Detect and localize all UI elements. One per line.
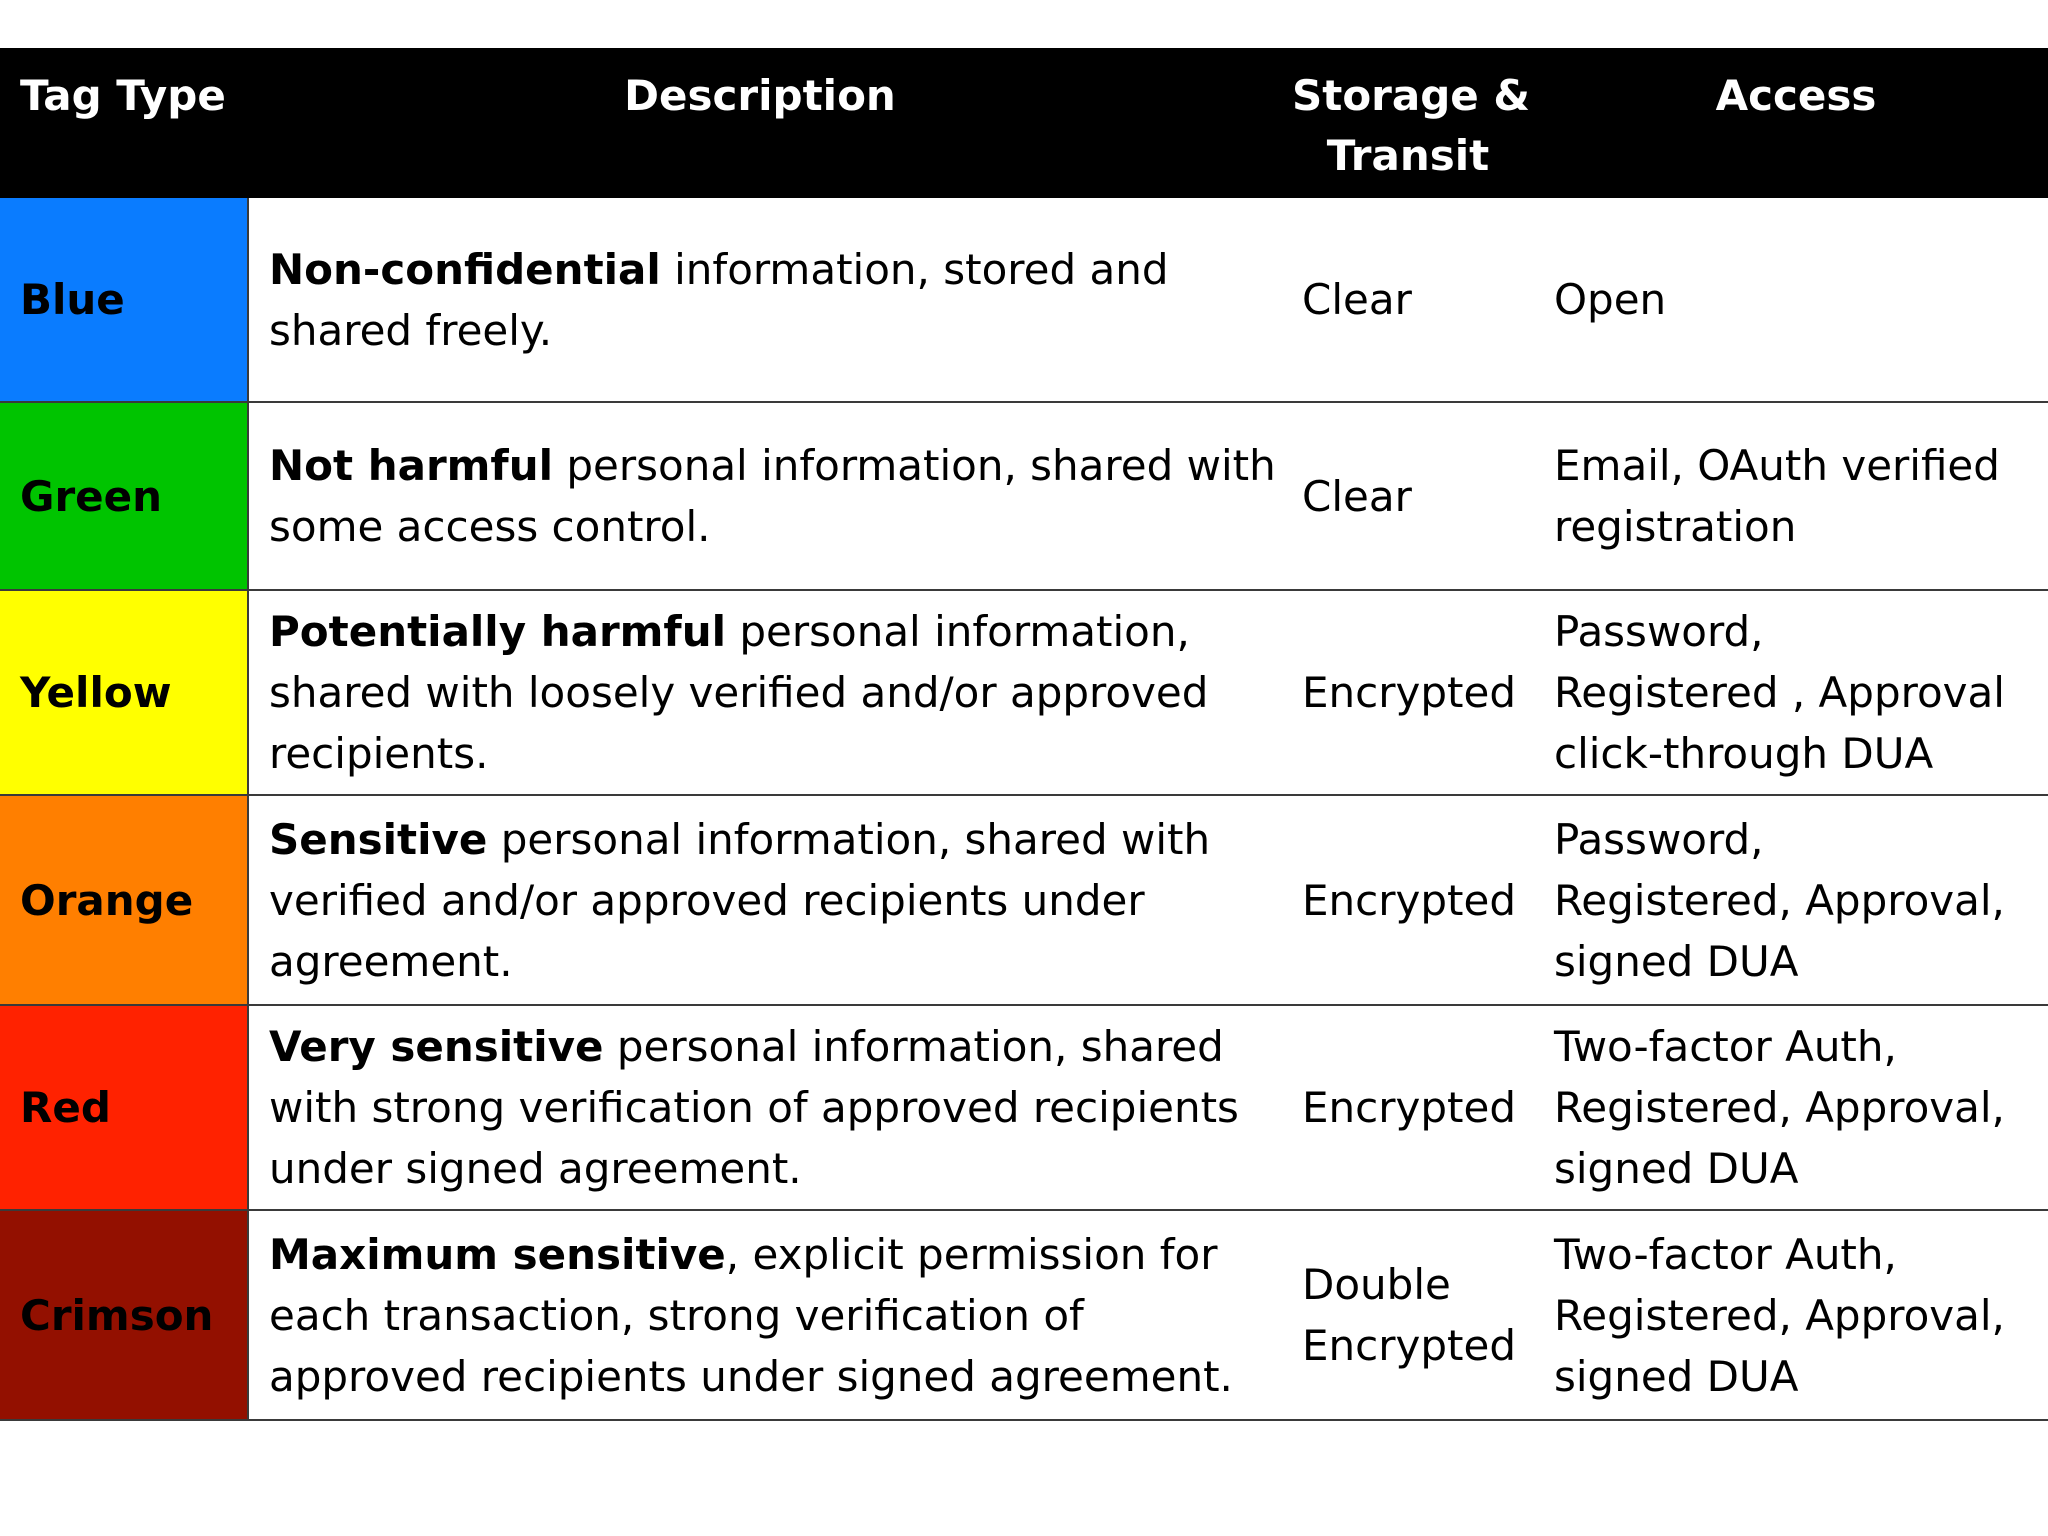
header-row: Tag Type Description Storage & Transit A… [0, 48, 2048, 198]
description-line: each transaction, strong verification of [269, 1290, 1084, 1340]
tag-cell-red: Red [0, 1005, 249, 1211]
description-line: Sensitive personal information, shared w… [269, 809, 1262, 870]
storage-value: Encrypted [1302, 1321, 1516, 1370]
description-line: verified and/or approved recipients unde… [269, 875, 1145, 925]
tag-label: Red [20, 1083, 111, 1132]
description-line: shared freely. [269, 305, 553, 355]
description-line: approved recipients under signed agreeme… [269, 1351, 1233, 1401]
description-line: agreement. [269, 936, 513, 986]
description-line: under signed agreement. [269, 1144, 802, 1193]
storage-value: Encrypted [1302, 875, 1516, 925]
description-lead: Very sensitive [269, 1022, 604, 1071]
storage-value: Encrypted [1302, 668, 1516, 717]
storage-value: Double [1302, 1260, 1451, 1309]
storage-value: Clear [1302, 275, 1412, 324]
description-lead: Non-confidential [269, 244, 661, 294]
storage-cell: Double Encrypted [1272, 1210, 1544, 1421]
storage-cell: Encrypted [1272, 590, 1544, 796]
table-row-crimson: Crimson Maximum sensitive, explicit perm… [0, 1210, 2048, 1421]
description-line: Very sensitive personal information, sha… [269, 1016, 1262, 1077]
header-storage-line2: Transit [1326, 131, 1490, 180]
description-line: Potentially harmful personal information… [269, 601, 1262, 662]
tag-label: Crimson [20, 1290, 214, 1340]
description-line: with strong verification of approved rec… [269, 1083, 1239, 1132]
access-cell: Email, OAuth verified registration [1544, 402, 2048, 591]
tag-cell-green: Green [0, 402, 249, 591]
access-value: signed DUA [1554, 1351, 1799, 1401]
header-description: Description [248, 48, 1272, 198]
description-lead: Sensitive [269, 814, 488, 864]
access-value: Password, [1554, 607, 1764, 656]
header-description-label: Description [624, 71, 896, 120]
table-row-blue: Blue Non-confidential information, store… [0, 198, 2048, 403]
tag-label: Yellow [20, 668, 172, 717]
header-storage-transit: Storage & Transit [1272, 48, 1544, 198]
description-cell: Sensitive personal information, shared w… [248, 795, 1272, 1006]
tag-cell-orange: Orange [0, 795, 249, 1006]
description-lead: Potentially harmful [269, 607, 726, 656]
tag-cell-crimson: Crimson [0, 1210, 249, 1421]
access-value: signed DUA [1554, 936, 1799, 986]
storage-value: Clear [1302, 471, 1412, 521]
access-cell: Password, Registered , Approval click-th… [1544, 590, 2048, 796]
access-value: signed DUA [1554, 1144, 1799, 1193]
storage-cell: Encrypted [1272, 795, 1544, 1006]
access-value: Registered , Approval [1554, 668, 2005, 717]
header-storage-line1: Storage & [1292, 71, 1531, 120]
access-cell: Two-factor Auth, Registered, Approval, s… [1544, 1005, 2048, 1211]
table-row-orange: Orange Sensitive personal information, s… [0, 795, 2048, 1006]
description-text: , explicit permission for [725, 1229, 1218, 1279]
header-access-label: Access [1715, 71, 1877, 120]
access-value: Two-factor Auth, [1554, 1022, 1897, 1071]
description-cell: Very sensitive personal information, sha… [248, 1005, 1272, 1211]
header-tag-type: Tag Type [0, 48, 248, 198]
header-access: Access [1544, 48, 2048, 198]
access-value: registration [1554, 502, 1797, 551]
description-text: personal information, shared [603, 1022, 1224, 1071]
tag-cell-blue: Blue [0, 198, 249, 403]
description-text: personal information, shared with [553, 441, 1276, 490]
tag-label: Blue [20, 275, 125, 324]
description-line: Not harmful personal information, shared… [269, 435, 1276, 496]
access-value: Registered, Approval, [1554, 1083, 2005, 1132]
table-row-red: Red Very sensitive personal information,… [0, 1005, 2048, 1211]
description-cell: Maximum sensitive, explicit permission f… [248, 1210, 1272, 1421]
tag-label: Green [20, 471, 163, 521]
access-value: Email, OAuth verified [1554, 441, 2000, 490]
description-text: personal information, [726, 607, 1190, 656]
storage-cell: Clear [1272, 402, 1544, 591]
access-value: Password, [1554, 814, 1764, 864]
description-text: personal information, shared with [487, 814, 1211, 864]
access-cell: Two-factor Auth, Registered, Approval, s… [1544, 1210, 2048, 1421]
access-value: Two-factor Auth, [1554, 1229, 1897, 1279]
description-line: shared with loosely verified and/or appr… [269, 668, 1209, 717]
description-line: some access control. [269, 502, 711, 551]
tag-cell-yellow: Yellow [0, 590, 249, 796]
description-cell: Not harmful personal information, shared… [248, 402, 1276, 591]
storage-cell: Clear [1272, 198, 1544, 403]
tag-label: Orange [20, 875, 194, 925]
access-value: Open [1554, 275, 1667, 324]
description-cell: Non-confidential information, stored and… [248, 198, 1272, 403]
access-value: Registered, Approval, [1554, 1290, 2005, 1340]
description-line: Non-confidential information, stored and [269, 239, 1262, 300]
tag-types-table: Tag Type Description Storage & Transit A… [0, 48, 2048, 1421]
access-cell: Password, Registered, Approval, signed D… [1544, 795, 2048, 1006]
access-value: Registered, Approval, [1554, 875, 2005, 925]
storage-value: Encrypted [1302, 1083, 1516, 1132]
description-lead: Not harmful [269, 441, 553, 490]
storage-cell: Encrypted [1272, 1005, 1544, 1211]
description-line: recipients. [269, 729, 489, 778]
description-text: information, stored and [660, 244, 1169, 294]
description-line: Maximum sensitive, explicit permission f… [269, 1224, 1262, 1285]
header-tag-type-label: Tag Type [20, 71, 226, 120]
table-row-green: Green Not harmful personal information, … [0, 402, 2048, 591]
table-row-yellow: Yellow Potentially harmful personal info… [0, 590, 2048, 796]
access-value: click-through DUA [1554, 729, 1934, 778]
description-cell: Potentially harmful personal information… [248, 590, 1272, 796]
description-lead: Maximum sensitive [269, 1229, 726, 1279]
access-cell: Open [1544, 198, 2048, 403]
